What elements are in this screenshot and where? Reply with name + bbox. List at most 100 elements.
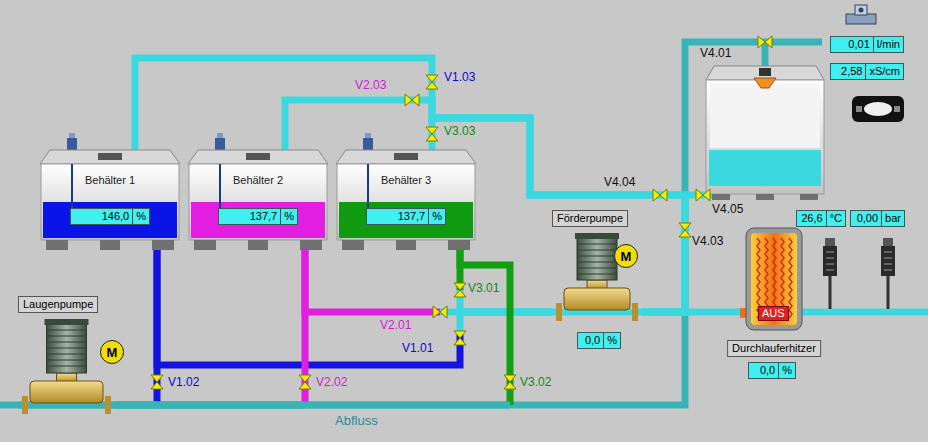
value-divider xyxy=(778,363,779,378)
pipe xyxy=(135,58,685,312)
value-number: 26,6 xyxy=(797,211,826,226)
conductivity-sensor xyxy=(852,96,904,122)
valve-tag: V4.04 xyxy=(604,175,635,189)
pipe-segment xyxy=(460,250,510,405)
motor-symbol: M xyxy=(100,340,124,364)
pipe-segment xyxy=(135,58,685,312)
valve-tag: V3.02 xyxy=(520,375,551,389)
level-display: 137,7% xyxy=(218,208,298,225)
pipe-name: Abfluss xyxy=(335,414,378,428)
storage-tank: Behälter 3 137,7% xyxy=(336,150,476,250)
valve-tag: V2.02 xyxy=(316,375,347,389)
valve-tag: V2.01 xyxy=(380,318,411,332)
temperature-pressure-sensors xyxy=(823,238,895,309)
value-number: 137,7 xyxy=(219,209,280,224)
flow-meter xyxy=(846,5,876,24)
tank-shape xyxy=(336,150,476,250)
value-number: 137,7 xyxy=(367,209,428,224)
valve-symbol xyxy=(151,375,163,389)
lye-pump: LaugenpumpeM xyxy=(18,296,115,410)
storage-tank: Behälter 2 137,7% xyxy=(188,150,328,250)
heater-display: 0,0% xyxy=(748,362,796,379)
conductivity-display: 2,58xS/cm xyxy=(830,63,904,80)
valve-symbol xyxy=(405,94,419,106)
valve-tag: V1.01 xyxy=(402,341,433,355)
valve-tag: V4.05 xyxy=(712,202,743,216)
valve-tag: V4.01 xyxy=(700,46,731,60)
valve-symbol xyxy=(433,306,447,318)
valve-tag: V1.02 xyxy=(168,375,199,389)
value-divider xyxy=(873,37,874,52)
value-divider xyxy=(132,209,133,224)
valve-symbol xyxy=(426,75,438,89)
valve-symbol xyxy=(454,331,466,345)
storage-tank: Behälter 1 146,0% xyxy=(40,150,180,250)
level-display: 137,7% xyxy=(366,208,446,225)
heater-state: AUS xyxy=(758,306,789,321)
tank-name: Behälter 2 xyxy=(233,174,283,186)
value-number: 0,0 xyxy=(749,363,778,378)
pump-name: Förderpumpe xyxy=(557,212,623,224)
unit-text: % xyxy=(779,363,795,378)
level-sensor-heads xyxy=(67,133,373,150)
value-number: 146,0 xyxy=(71,209,132,224)
value-number: 0,01 xyxy=(831,37,873,52)
valve-symbol xyxy=(679,223,691,237)
valve-symbol xyxy=(504,375,516,389)
flow-display: 0,01l/min xyxy=(830,36,904,53)
valve-tag: V1.03 xyxy=(444,70,475,84)
unit-text: bar xyxy=(882,211,904,226)
tank-name: Behälter 1 xyxy=(85,174,135,186)
pipe xyxy=(285,100,685,312)
valve-symbol xyxy=(454,283,466,297)
pump-display: 0,0% xyxy=(577,332,621,349)
valve-tag: V4.03 xyxy=(692,234,723,248)
pipe xyxy=(305,250,552,312)
value-divider xyxy=(826,211,827,226)
value-number: 2,58 xyxy=(831,64,865,79)
value-divider xyxy=(280,209,281,224)
heater-name: Durchlauferhitzer xyxy=(732,342,816,354)
pipe xyxy=(460,250,552,312)
valve-symbol xyxy=(696,189,710,201)
tank-heading: Behälter 1 xyxy=(40,174,180,187)
unit-text: l/min xyxy=(874,37,903,52)
top-tank xyxy=(706,66,824,200)
valve-tag: V2.03 xyxy=(355,78,386,92)
valve-tag: V3.01 xyxy=(468,281,499,295)
pipe-segment xyxy=(305,250,440,312)
pipe xyxy=(115,250,510,405)
temperature-display: 26,6°C xyxy=(796,210,846,227)
pipe xyxy=(115,250,305,405)
flow-heater: DurchlauferhitzerAUS xyxy=(746,228,802,336)
tank-name: Behälter 3 xyxy=(381,174,431,186)
value-divider xyxy=(428,209,429,224)
valve-symbol xyxy=(426,127,438,141)
valve-symbol xyxy=(758,36,772,48)
pump-heading: Förderpumpe xyxy=(552,210,628,227)
unit-text: % xyxy=(604,333,620,348)
pipe xyxy=(115,250,157,405)
value-divider xyxy=(603,333,604,348)
value-number: 0,00 xyxy=(851,211,881,226)
feed-pump: FörderpumpeM xyxy=(552,210,642,320)
value-divider xyxy=(881,211,882,226)
tank-heading: Behälter 2 xyxy=(188,174,328,187)
tank-heading: Behälter 3 xyxy=(336,174,476,187)
valve-symbol xyxy=(653,189,667,201)
level-display: 146,0% xyxy=(70,208,150,225)
motor-letter: M xyxy=(621,249,632,264)
pump-name: Laugenpumpe xyxy=(23,298,93,310)
static-pipes xyxy=(0,42,928,405)
heater-heading: Durchlauferhitzer xyxy=(727,340,821,357)
unit-text: % xyxy=(281,209,297,224)
pump-heading: Laugenpumpe xyxy=(18,296,98,313)
valve-tag: V3.03 xyxy=(444,124,475,138)
pipe-segment xyxy=(285,100,685,312)
motor-letter: M xyxy=(107,345,118,360)
value-number: 0,0 xyxy=(578,333,603,348)
unit-text: xS/cm xyxy=(866,64,903,79)
tank-shape xyxy=(40,150,180,250)
valve-symbol xyxy=(299,375,311,389)
